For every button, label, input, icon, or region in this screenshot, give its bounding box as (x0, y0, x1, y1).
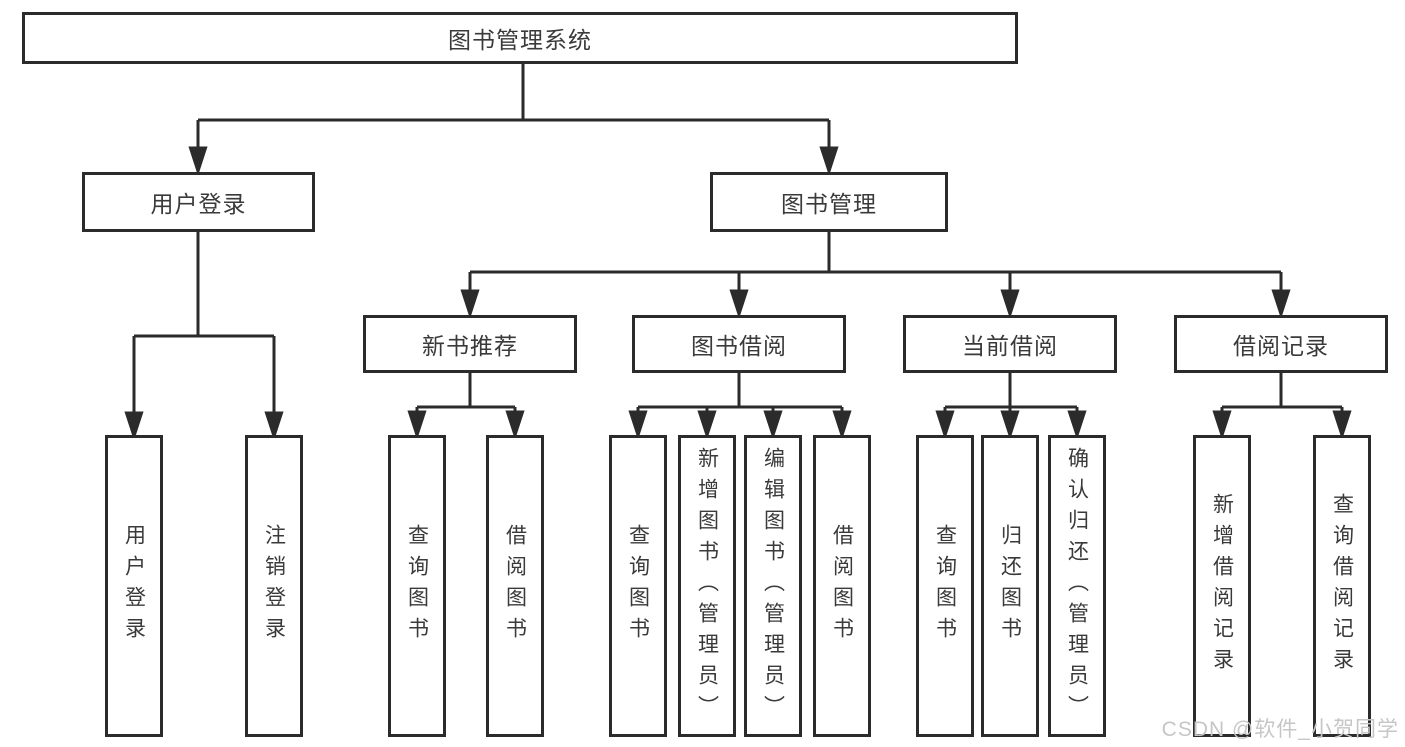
node-user-login: 用户登录 (82, 172, 315, 232)
arrowhead (124, 411, 144, 441)
node-label: 确认归还（管理员） (1065, 446, 1089, 726)
arrowhead (1332, 410, 1352, 440)
node-label: 图书借阅 (691, 333, 787, 359)
node-label: 用户登录 (122, 524, 146, 648)
node-borrow-records: 借阅记录 (1174, 315, 1388, 373)
leaf-records-add-record: 新增借阅记录 (1193, 435, 1251, 737)
node-label: 用户登录 (150, 191, 247, 217)
leaf-records-query-record: 查询借阅记录 (1313, 435, 1371, 737)
arrowhead (935, 410, 955, 440)
node-book-borrow: 图书借阅 (632, 315, 846, 373)
leaf-borrow-edit-books-admin: 编辑图书（管理员） (744, 435, 802, 737)
csdn-watermark: CSDN @软件_小贺同学 (1161, 718, 1399, 741)
arrowhead (1000, 289, 1020, 319)
node-current-borrow: 当前借阅 (903, 315, 1117, 373)
node-book-management: 图书管理 (710, 172, 948, 232)
node-label: 查询借阅记录 (1330, 493, 1354, 679)
arrowhead (188, 146, 208, 176)
arrowhead (628, 410, 648, 440)
arrowhead (763, 410, 783, 440)
node-label: 注销登录 (262, 524, 286, 648)
connector-book-borrow (628, 373, 852, 440)
leaf-current-return-books: 归还图书 (981, 435, 1039, 737)
arrowhead (505, 410, 525, 440)
node-label: 编辑图书（管理员） (761, 446, 785, 726)
node-label: 查询图书 (933, 524, 957, 648)
arrowhead (1067, 410, 1087, 440)
node-root: 图书管理系统 (22, 12, 1018, 64)
node-label: 图书管理 (781, 191, 877, 217)
node-label: 查询图书 (405, 524, 429, 648)
arrowhead (460, 289, 480, 319)
arrowhead (1271, 289, 1291, 319)
node-label: 归还图书 (998, 524, 1022, 648)
leaf-borrow-add-books-admin: 新增图书（管理员） (678, 435, 736, 737)
connector-new-book-recommend (407, 373, 525, 440)
connector-borrow-records (1212, 373, 1352, 440)
leaf-current-query-books: 查询图书 (916, 435, 974, 737)
node-label: 查询图书 (626, 524, 650, 648)
arrowhead (729, 289, 749, 319)
leaf-recommend-borrow-books: 借阅图书 (486, 435, 544, 737)
leaf-logout: 注销登录 (245, 435, 303, 737)
connector-root (188, 62, 839, 176)
node-label: 借阅记录 (1233, 333, 1329, 359)
arrowhead (819, 146, 839, 176)
leaf-current-confirm-return-admin: 确认归还（管理员） (1048, 435, 1106, 737)
node-label: 新书推荐 (422, 333, 518, 359)
connector-book-management (460, 232, 1291, 319)
node-label: 新增图书（管理员） (695, 446, 719, 726)
node-label: 新增借阅记录 (1210, 493, 1234, 679)
arrowhead (407, 410, 427, 440)
arrowhead (1212, 410, 1232, 440)
node-label: 当前借阅 (962, 333, 1058, 359)
leaf-user-login: 用户登录 (105, 435, 163, 737)
node-new-book-recommend: 新书推荐 (363, 315, 577, 373)
node-label: 借阅图书 (830, 524, 854, 648)
arrowhead (264, 411, 284, 441)
arrowhead (697, 410, 717, 440)
leaf-recommend-query-books: 查询图书 (388, 435, 446, 737)
node-label: 借阅图书 (503, 524, 527, 648)
connector-user-login (124, 232, 284, 441)
node-label: 图书管理系统 (448, 27, 592, 53)
connector-current-borrow (935, 373, 1087, 440)
arrowhead (832, 410, 852, 440)
arrowhead (1000, 410, 1020, 440)
leaf-borrow-borrow-books: 借阅图书 (813, 435, 871, 737)
leaf-borrow-query-books: 查询图书 (609, 435, 667, 737)
